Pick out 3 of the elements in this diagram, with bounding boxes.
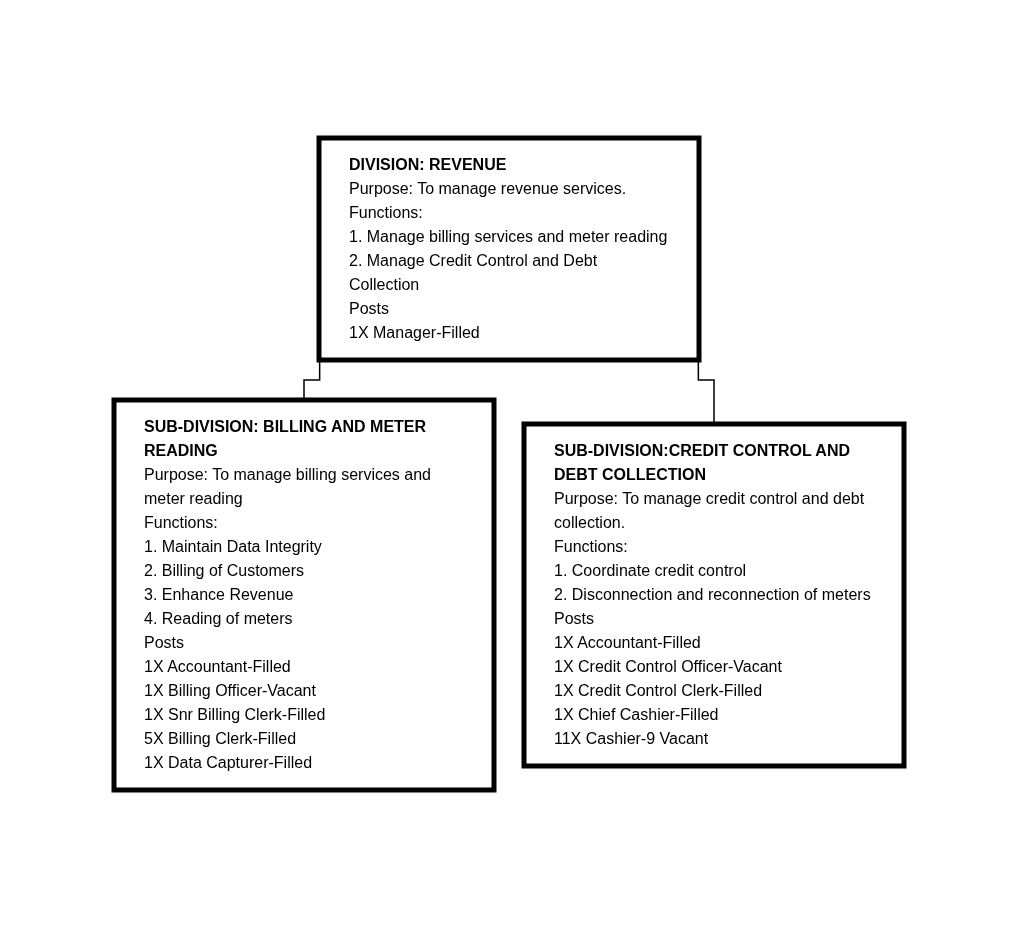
node-box: SUB-DIVISION: BILLING AND METER READING Purpose: To manage billing services and meter reading Functions: 1. Maintain Data Integrity 2. Billing of Customers 3. Enhance Revenue 4. Reading of meters Posts 1X Accountant-Filled 1X Billing Officer-Vacant 1X Snr Billing Clerk-Filled 5X Billing Clerk-Filled 1X Data Capturer-Filled (111, 397, 497, 792)
node-box: DIVISION: REVENUE Purpose: To manage revenue services. Functions: 1. Manage billing services and meter reading 2. Manage Credit Control and Debt Collection Posts 1X Manager-Filled (316, 135, 702, 362)
node-box: SUB-DIVISION:CREDIT CONTROL AND DEBT COLLECTION Purpose: To manage credit control and debt collection. Functions: 1. Coordinate credit control 2. Disconnection and reconnection of meters Posts 1X Accountant-Filled 1X Credit Control Officer-Vacant 1X Credit Control Clerk-Filled 1X Chief Cashier-Filled 11X Cashier-9 Vacant (521, 421, 907, 768)
